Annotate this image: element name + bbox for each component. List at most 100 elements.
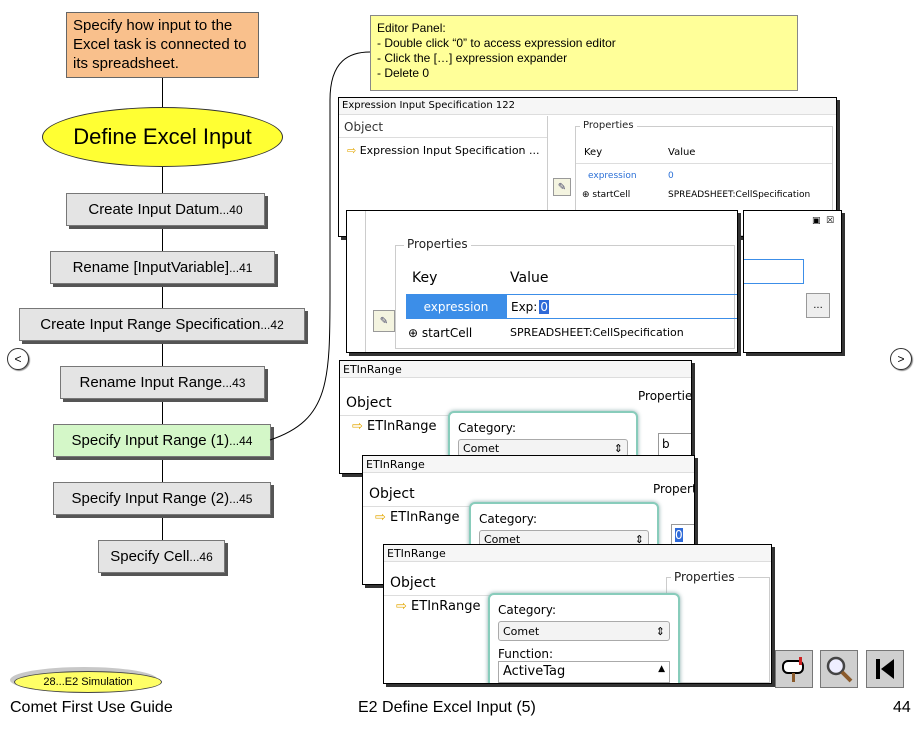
function-label: Function: (498, 647, 554, 661)
startcell-value: SPREADSHEET:CellSpecification (510, 326, 684, 339)
object-header: Object (390, 575, 436, 591)
step-rename-input-range[interactable]: Rename Input Range...43 (60, 366, 265, 399)
editor-note-line: - Delete 0 (377, 66, 430, 80)
magnifier-icon[interactable] (820, 650, 858, 688)
value-header: Value (668, 147, 696, 158)
next-page-button[interactable]: > (890, 348, 912, 370)
first-page-icon[interactable] (866, 650, 904, 688)
expression-key[interactable]: expression (588, 171, 637, 181)
edit-icon[interactable]: ✎ (373, 310, 395, 332)
callout-connector (269, 51, 371, 441)
magnifier-glyph (826, 656, 853, 683)
back-link-label: 28...E2 Simulation (43, 676, 133, 688)
expand-icon[interactable]: ⊕ (408, 326, 419, 340)
editor-note-line: - Click the […] expression expander (377, 51, 568, 65)
header-divider (576, 163, 832, 164)
step-page: ...40 (219, 202, 243, 217)
function-value[interactable]: ActiveTag (503, 664, 566, 679)
section-title: Define Excel Input (73, 124, 252, 149)
section-title-ellipse: Define Excel Input (42, 107, 283, 167)
object-tree-item[interactable]: ⇨ ETInRange (396, 599, 480, 614)
pane-divider (547, 116, 548, 236)
updown-icon: ⇕ (613, 441, 623, 455)
value-field[interactable]: b (658, 433, 691, 457)
startcell-label: startCell (421, 326, 473, 340)
value-selected[interactable]: 0 (675, 528, 683, 542)
properties-group: Properties (666, 570, 770, 683)
expression-key-selected[interactable]: expression (406, 294, 506, 319)
properties-label: Properties (638, 389, 692, 403)
step-specify-input-range-1[interactable]: Specify Input Range (1)...44 (53, 424, 271, 457)
key-header: Key (584, 147, 603, 158)
expression-value-selected[interactable]: 0 (539, 299, 549, 314)
object-item-label: ETInRange (411, 599, 481, 614)
slide-title: E2 Define Excel Input (5) (358, 699, 536, 716)
category-select[interactable]: Comet⇕ (498, 621, 670, 641)
function-list[interactable]: ActiveTag ▲ (498, 661, 670, 683)
mailbox-icon[interactable] (775, 650, 813, 688)
updown-icon: ⇕ (655, 624, 665, 638)
object-header: Object (339, 116, 547, 138)
restore-icon[interactable]: ▣ (812, 216, 821, 226)
etinrange-window-3: ETInRange Object ⇨ ETInRange Properties … (383, 544, 772, 684)
step-label: Specify Input Range (1) (71, 432, 230, 449)
first-page-glyph (876, 659, 894, 679)
step-create-input-range-spec[interactable]: Create Input Range Specification...42 (19, 308, 305, 341)
step-label: Create Input Datum (88, 201, 220, 218)
expression-value[interactable]: 0 (668, 171, 674, 181)
pane-divider (365, 211, 366, 352)
step-label: Rename [InputVariable] (72, 259, 230, 276)
startcell-key[interactable]: ⊕ startCell (582, 190, 630, 200)
step-page: ...43 (222, 375, 246, 390)
back-link-pill[interactable]: 28...E2 Simulation (14, 671, 162, 693)
prev-page-button[interactable]: < (7, 348, 29, 370)
expression-expander-button[interactable]: ... (806, 293, 830, 318)
category-value: Comet (484, 532, 521, 546)
arrow-right-icon: ⇨ (396, 599, 407, 614)
step-label: Rename Input Range (79, 374, 223, 391)
properties-label: Properties (671, 570, 738, 584)
close-icon[interactable]: ☒ (826, 216, 835, 226)
editor-note-title: Editor Panel: (377, 21, 446, 35)
object-item-label: ETInRange (390, 510, 460, 525)
editor-panel-note: Editor Panel: - Double click “0” to acce… (370, 15, 798, 91)
edit-icon[interactable]: ✎ (553, 178, 571, 196)
object-header: Object (346, 395, 392, 411)
category-value: Comet (463, 441, 500, 455)
step-label: Specify Cell (110, 548, 190, 565)
scroll-up-icon[interactable]: ▲ (658, 664, 665, 674)
object-tree-item[interactable]: ⇨ ETInRange (375, 510, 459, 525)
updown-icon: ⇕ (634, 532, 644, 546)
arrow-right-icon: ⇨ (347, 144, 357, 157)
object-item-label: Expression Input Specification ... (359, 144, 540, 157)
step-page: ...42 (260, 317, 284, 332)
step-rename-input-variable[interactable]: Rename [InputVariable]...41 (50, 251, 275, 284)
guide-title: Comet First Use Guide (10, 699, 173, 716)
exp-prefix: Exp: (511, 299, 538, 314)
expression-input[interactable]: Exp: 0 (506, 294, 737, 319)
object-item-label: ETInRange (367, 419, 437, 434)
step-page: ...41 (229, 260, 253, 275)
mailbox-glyph (782, 657, 804, 682)
properties-group: Properties Key Value expression Exp: 0 ⊕… (395, 237, 737, 349)
editor-note-line: - Double click “0” to access expression … (377, 36, 616, 50)
step-label: Specify Input Range (2) (71, 490, 230, 507)
step-create-input-datum[interactable]: Create Input Datum...40 (66, 193, 265, 226)
step-specify-input-range-2[interactable]: Specify Input Range (2)...45 (53, 482, 271, 515)
step-specify-cell[interactable]: Specify Cell...46 (98, 540, 225, 573)
properties-label: Properties (653, 482, 694, 496)
startcell-row[interactable]: ⊕ startCell (408, 326, 472, 340)
expander-window: ▣ ☒ ... (743, 210, 842, 353)
object-tree-item[interactable]: ⇨ ETInRange (352, 419, 436, 434)
window-title: ETInRange (340, 361, 691, 378)
page-number: 44 (893, 699, 911, 716)
value-header: Value (510, 270, 549, 286)
properties-label: Properties (580, 120, 637, 131)
object-tree-item[interactable]: ⇨ Expression Input Specification ... (347, 144, 540, 157)
expand-icon[interactable]: ⊕ (582, 190, 590, 200)
category-label: Category: (479, 512, 537, 526)
step-page: ...46 (189, 549, 213, 564)
key-header: Key (412, 270, 438, 286)
input-continuation (744, 259, 804, 284)
arrow-right-icon: ⇨ (375, 510, 386, 525)
